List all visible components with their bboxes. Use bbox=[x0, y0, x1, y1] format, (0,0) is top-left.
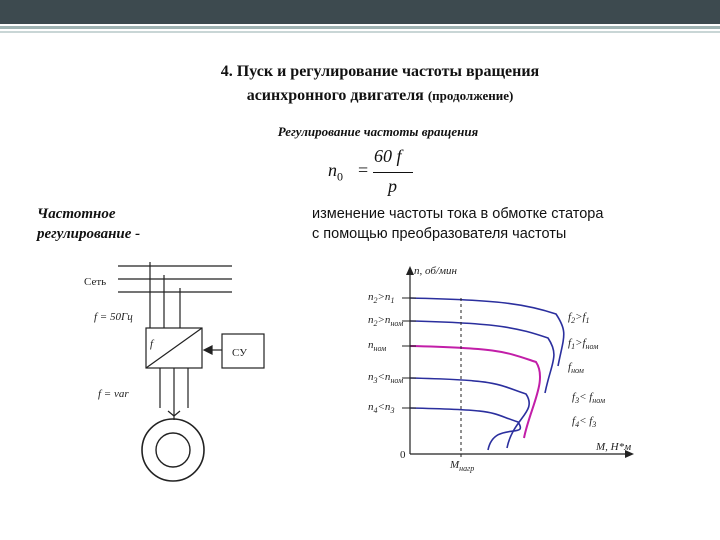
origin-label: 0 bbox=[400, 449, 406, 461]
load-torque-label: Mнагр bbox=[449, 459, 474, 473]
input-frequency-label: f = 50Гц bbox=[94, 311, 133, 323]
frequency-labels: f2>f1 f1>fном fном f3< fном f4< f3 bbox=[568, 311, 605, 429]
converter-label: f bbox=[150, 338, 155, 350]
circuit-diagram: Сеть f = 50Гц f СУ f = var bbox=[84, 262, 265, 482]
control-system-label: СУ bbox=[232, 347, 247, 359]
slide-title-line2: асинхронного двигателя (продолжение) bbox=[246, 87, 514, 104]
characteristic-curve-3 bbox=[409, 345, 541, 439]
motor-outer-circle bbox=[141, 418, 205, 482]
formula-equals: = bbox=[358, 160, 369, 180]
speed-label-1: n2>n1 bbox=[368, 291, 394, 305]
x-axis-label: M, Н*м bbox=[595, 441, 631, 453]
characteristic-curve-2 bbox=[409, 320, 555, 394]
speed-torque-graph: n, об/мин M, Н*м 0 Mнагр n2>n1 n2>nном nно… bbox=[368, 265, 634, 473]
top-bar-accent bbox=[0, 26, 720, 29]
slide-title-continuation: (продолжение) bbox=[427, 88, 514, 103]
frequency-label-1: f2>f1 bbox=[568, 311, 590, 325]
characteristic-curve-4 bbox=[409, 377, 530, 449]
formula-numerator: 60 f bbox=[374, 146, 402, 166]
speed-labels: n2>n1 n2>nном nном n3<nном n4<n3 bbox=[368, 291, 403, 415]
slide-title-line1: 4. Пуск и регулирование частоты вращения bbox=[220, 63, 540, 80]
characteristic-curves bbox=[402, 297, 565, 451]
y-axis-arrow bbox=[406, 266, 414, 275]
frequency-label-4: f3< fном bbox=[572, 391, 605, 405]
motor-rotor-circle bbox=[155, 432, 191, 468]
grid-label: Сеть bbox=[84, 276, 106, 288]
top-bar-accent-thin bbox=[0, 31, 720, 33]
characteristic-curve-5 bbox=[409, 407, 522, 451]
converter-diagonal bbox=[145, 327, 203, 369]
section-subtitle: Регулирование частоты вращения bbox=[277, 124, 479, 139]
formula-fraction-line bbox=[373, 172, 413, 173]
slide-title: 4. Пуск и регулирование частоты вращения… bbox=[150, 60, 610, 108]
control-arrow bbox=[202, 345, 213, 355]
y-axis-label: n, об/мин bbox=[414, 265, 457, 277]
formula-lhs: n0 bbox=[328, 160, 343, 184]
term-definition: изменение частоты тока в обмотке статора… bbox=[312, 206, 604, 242]
frequency-label-3: fном bbox=[568, 361, 584, 375]
frequency-label-5: f4< f3 bbox=[572, 415, 596, 429]
frequency-label-2: f1>fном bbox=[568, 337, 598, 351]
control-system-box bbox=[221, 333, 265, 369]
speed-label-3: nном bbox=[368, 339, 386, 353]
characteristic-curve-1 bbox=[409, 297, 565, 367]
output-frequency-label: f = var bbox=[98, 388, 129, 400]
speed-label-5: n4<n3 bbox=[368, 401, 394, 415]
speed-label-2: n2>nном bbox=[368, 314, 403, 328]
speed-label-4: n3<nном bbox=[368, 371, 403, 385]
speed-formula: n0 = 60 f p bbox=[326, 146, 416, 202]
top-bar bbox=[0, 0, 720, 24]
term-heading: Частотное регулирование - bbox=[37, 206, 141, 242]
x-axis-arrow bbox=[625, 450, 634, 458]
formula-denominator: p bbox=[388, 176, 397, 196]
